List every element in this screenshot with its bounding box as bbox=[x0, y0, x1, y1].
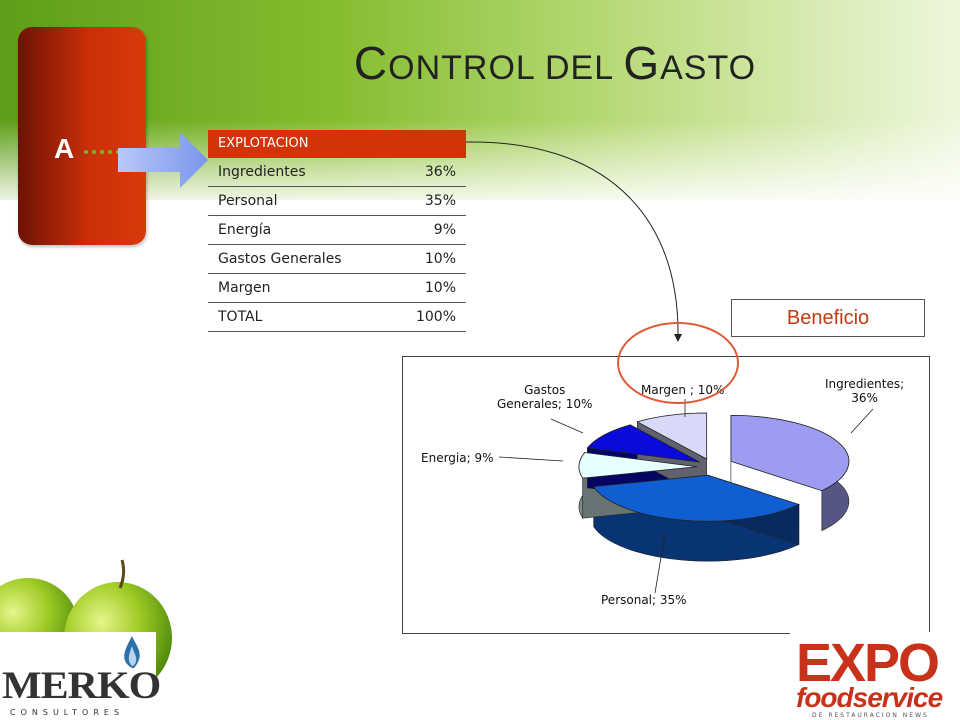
arrow-right-icon bbox=[118, 132, 208, 188]
highlight-circle bbox=[617, 322, 739, 404]
table-row: Personal 35% bbox=[208, 187, 466, 216]
table-row: Ingredientes 36% bbox=[208, 158, 466, 187]
label-energia: Energia; 9% bbox=[421, 451, 494, 465]
flame-icon bbox=[124, 636, 140, 668]
table-row: Gastos Generales 10% bbox=[208, 245, 466, 274]
pie-slice-margen bbox=[636, 412, 708, 460]
row-value: 9% bbox=[433, 222, 456, 238]
row-label: Personal bbox=[218, 193, 278, 209]
section-tab-letter: A bbox=[54, 133, 75, 164]
expo-foodservice-logo: EXPO foodservice DE RESTAURACION NEWS bbox=[790, 632, 960, 720]
label-ingredientes: Ingredientes; 36% bbox=[825, 377, 905, 405]
label-gastos-generales: Gastos Generales; 10% bbox=[497, 383, 593, 411]
leader-line-1 bbox=[654, 532, 666, 594]
merko-logo: MERKO CONSULTORES bbox=[0, 632, 161, 720]
pie-slice-energia bbox=[578, 452, 698, 479]
row-label: Gastos Generales bbox=[218, 251, 342, 267]
beneficio-box: Beneficio bbox=[731, 299, 925, 337]
label-personal: Personal; 35% bbox=[601, 593, 687, 607]
table-row: Energía 9% bbox=[208, 216, 466, 245]
row-label: Ingredientes bbox=[218, 164, 306, 180]
row-value: 36% bbox=[424, 164, 456, 180]
expo-foodservice-word: foodservice bbox=[796, 682, 943, 713]
pie-chart-svg bbox=[498, 399, 874, 594]
row-label: TOTAL bbox=[218, 309, 263, 325]
table-header: EXPLOTACION bbox=[208, 130, 466, 158]
row-value: 100% bbox=[415, 309, 456, 325]
row-value: 10% bbox=[424, 280, 456, 296]
pie-slice-gastos-generales bbox=[586, 424, 700, 463]
leader-line-3 bbox=[550, 418, 584, 434]
pie-slice-personal bbox=[592, 474, 800, 522]
row-value: 10% bbox=[424, 251, 456, 267]
section-tab-dots bbox=[84, 150, 128, 154]
table-row: Margen 10% bbox=[208, 274, 466, 303]
merko-subtitle: CONSULTORES bbox=[10, 708, 125, 717]
pie-slice-ingredientes bbox=[730, 414, 850, 492]
expo-word: EXPO bbox=[796, 633, 940, 693]
leader-line-0 bbox=[850, 408, 874, 434]
table-row-total: TOTAL 100% bbox=[208, 303, 466, 332]
row-value: 35% bbox=[424, 193, 456, 209]
row-label: Energía bbox=[218, 222, 272, 238]
section-tab bbox=[18, 27, 146, 245]
merko-name: MERKO bbox=[2, 664, 161, 708]
row-label: Margen bbox=[218, 280, 271, 296]
leader-line-2 bbox=[498, 456, 564, 462]
pie-chart: Ingredientes; 36% Personal; 35% Energia;… bbox=[402, 356, 930, 634]
expo-tagline: DE RESTAURACION NEWS bbox=[812, 712, 929, 719]
slide-title: CONTROL DEL GASTO bbox=[353, 37, 757, 89]
